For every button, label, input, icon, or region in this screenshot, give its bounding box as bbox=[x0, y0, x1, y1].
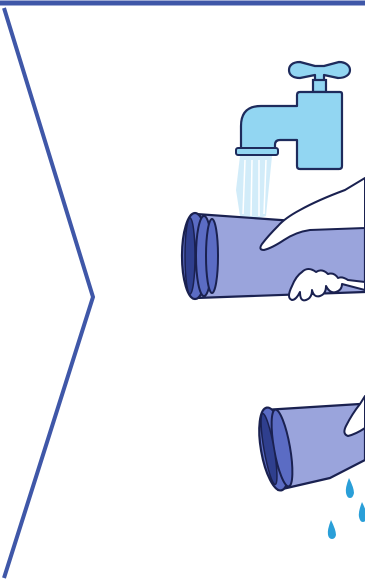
filter-cartridge-icon bbox=[254, 404, 365, 493]
step-2-drain bbox=[254, 396, 365, 539]
water-drop-icon bbox=[328, 478, 365, 539]
faucet-icon bbox=[236, 62, 350, 169]
water-stream-icon bbox=[236, 156, 272, 218]
step-1-rinse bbox=[182, 62, 365, 300]
